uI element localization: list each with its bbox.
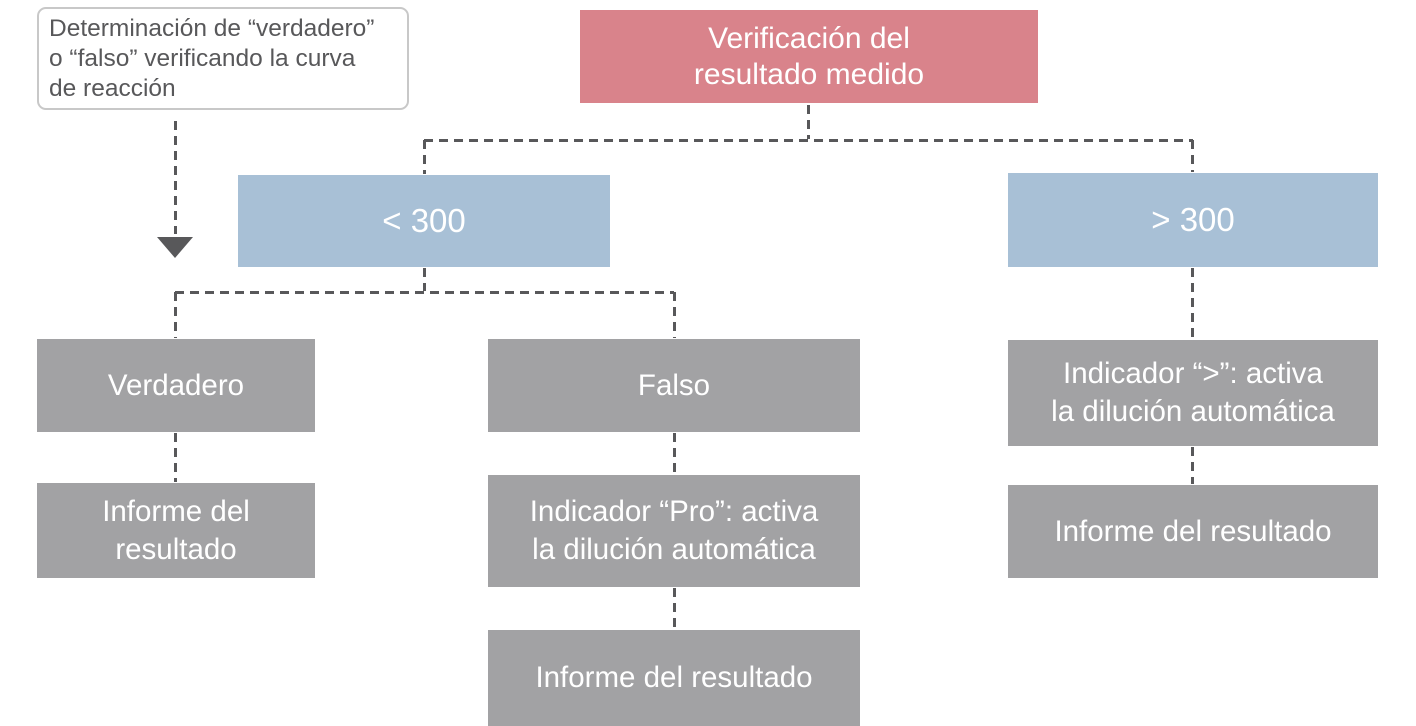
node-label: la dilución automática: [1051, 395, 1335, 428]
node-indicador-pro: Indicador “Pro”: activa la dilución auto…: [488, 475, 860, 587]
node-label: resultado medido: [693, 57, 925, 91]
node-branch-mayor-300: > 300: [1008, 173, 1378, 267]
node-label: resultado: [115, 532, 237, 566]
note-line: o “falso” verificando la curva: [49, 44, 356, 72]
node-informe-resultado-izquierda: Informe del resultado: [37, 483, 315, 578]
node-verificacion: Verificación del resultado medido: [580, 10, 1038, 103]
node-label: Verificación del: [708, 21, 910, 55]
node-falso: Falso: [488, 339, 860, 432]
node-verdadero: Verdadero: [37, 339, 315, 432]
node-informe-resultado-derecha: Informe del resultado: [1008, 485, 1378, 578]
node-informe-resultado-centro: Informe del resultado: [488, 630, 860, 726]
node-label: la dilución automática: [532, 533, 816, 566]
note-box: Determinación de “verdadero” o “falso” v…: [37, 7, 409, 110]
arrowhead-icon: [157, 237, 193, 258]
node-label: Indicador “>”: activa: [1063, 357, 1323, 390]
node-indicador-mayor: Indicador “>”: activa la dilución automá…: [1008, 340, 1378, 446]
node-branch-menor-300: < 300: [238, 175, 610, 267]
node-label: Informe del: [102, 494, 250, 528]
note-line: Determinación de “verdadero”: [49, 14, 375, 42]
node-label: Indicador “Pro”: activa: [529, 495, 819, 528]
note-line: de reacción: [49, 74, 176, 102]
